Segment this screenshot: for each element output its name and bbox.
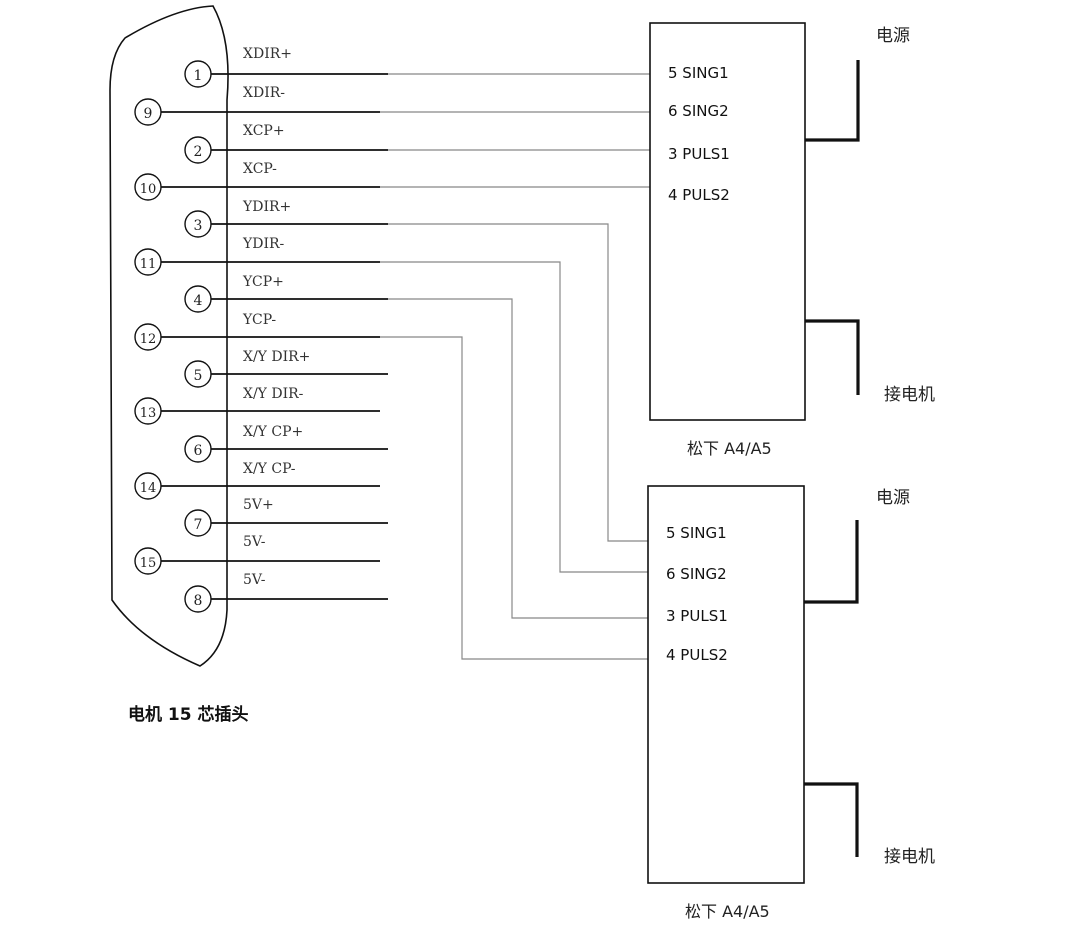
wires-driver-2	[380, 223, 648, 660]
pin-number: 4	[194, 293, 203, 309]
signal-label: 5V-	[243, 572, 266, 588]
power-lead	[805, 60, 860, 142]
signal-label: XCP+	[243, 123, 285, 139]
terminal-label: 4 PULS2	[668, 186, 730, 204]
pin-number: 10	[140, 182, 157, 197]
driver-2: 5 SING1 6 SING2 3 PULS1 4 PULS2 电源 接电机 松…	[647, 485, 935, 921]
signal-label: 5V-	[243, 534, 266, 550]
motor-lead	[804, 782, 859, 857]
signal-label: X/Y CP-	[243, 461, 296, 477]
pin-5: 5 X/Y DIR+	[184, 349, 388, 388]
power-label: 电源	[876, 488, 910, 508]
signal-label: X/Y DIR+	[243, 349, 310, 365]
pin-7: 7 5V+	[184, 497, 388, 537]
driver-caption: 松下 A4/A5	[685, 902, 770, 921]
pin-9: 9 XDIR-	[134, 85, 380, 126]
connector-shell	[109, 5, 229, 667]
wire-pin-12	[380, 336, 648, 660]
pin-number: 6	[194, 443, 203, 459]
wires-driver-1	[380, 73, 650, 188]
terminal-label: 4 PULS2	[666, 646, 728, 664]
terminal-label: 3 PULS1	[666, 607, 728, 625]
terminal-label: 6 SING2	[666, 565, 727, 583]
terminal-label: 3 PULS1	[668, 145, 730, 163]
pin-14: 14 X/Y CP-	[134, 461, 380, 500]
signal-label: X/Y DIR-	[243, 386, 304, 402]
power-label: 电源	[876, 26, 910, 46]
pin-number: 15	[140, 556, 157, 571]
signal-label: XCP-	[243, 161, 277, 177]
pin-15: 15 5V-	[134, 534, 380, 575]
pin-number: 7	[194, 517, 203, 533]
pin-number: 1	[194, 68, 203, 84]
wire-pin-4	[388, 298, 648, 619]
pin-number: 13	[140, 406, 157, 421]
motor-label: 接电机	[884, 385, 935, 405]
signal-label: YCP-	[242, 312, 276, 328]
motor-lead	[805, 319, 860, 395]
pin-number: 3	[194, 218, 203, 234]
signal-label: XDIR-	[243, 85, 285, 101]
pin-10: 10 XCP-	[134, 161, 380, 201]
driver-box	[649, 22, 806, 421]
terminal-label: 5 SING1	[668, 64, 729, 82]
pin-1: 1 XDIR+	[184, 46, 388, 88]
wire-pin-3	[388, 223, 648, 542]
driver-1: 5 SING1 6 SING2 3 PULS1 4 PULS2 电源 接电机 松…	[649, 22, 935, 458]
signal-label: X/Y CP+	[243, 424, 303, 440]
terminal-label: 5 SING1	[666, 524, 727, 542]
pin-number: 8	[194, 593, 203, 609]
signal-label: YDIR-	[242, 236, 285, 252]
pin-4: 4 YCP+	[184, 274, 388, 313]
pin-number: 9	[144, 106, 153, 122]
signal-label: YCP+	[242, 274, 284, 290]
pin-number: 12	[140, 332, 157, 347]
pin-2: 2 XCP+	[184, 123, 388, 164]
terminal-label: 6 SING2	[668, 102, 729, 120]
signal-label: 5V+	[243, 497, 274, 513]
pin-13: 13 X/Y DIR-	[134, 386, 380, 425]
pin-12: 12 YCP-	[134, 312, 380, 351]
pin-number: 2	[194, 144, 203, 160]
pin-number: 14	[140, 481, 157, 496]
pin-8: 8 5V-	[184, 572, 388, 613]
pin-6: 6 X/Y CP+	[184, 424, 388, 463]
motor-label: 接电机	[884, 847, 935, 867]
driver-box	[647, 485, 805, 884]
connector-pins: 1 XDIR+ 9 XDIR- 2 XCP+ 10 XCP- 3	[134, 46, 388, 613]
pin-3: 3 YDIR+	[184, 199, 388, 238]
pin-number: 11	[140, 257, 157, 272]
pin-number: 5	[194, 368, 203, 384]
driver-caption: 松下 A4/A5	[687, 439, 772, 458]
connector-caption: 电机 15 芯插头	[128, 704, 249, 725]
signal-label: XDIR+	[243, 46, 292, 62]
pin-11: 11 YDIR-	[134, 236, 380, 276]
wire-pin-11	[380, 261, 648, 573]
signal-label: YDIR+	[242, 199, 291, 215]
power-lead	[804, 520, 859, 604]
